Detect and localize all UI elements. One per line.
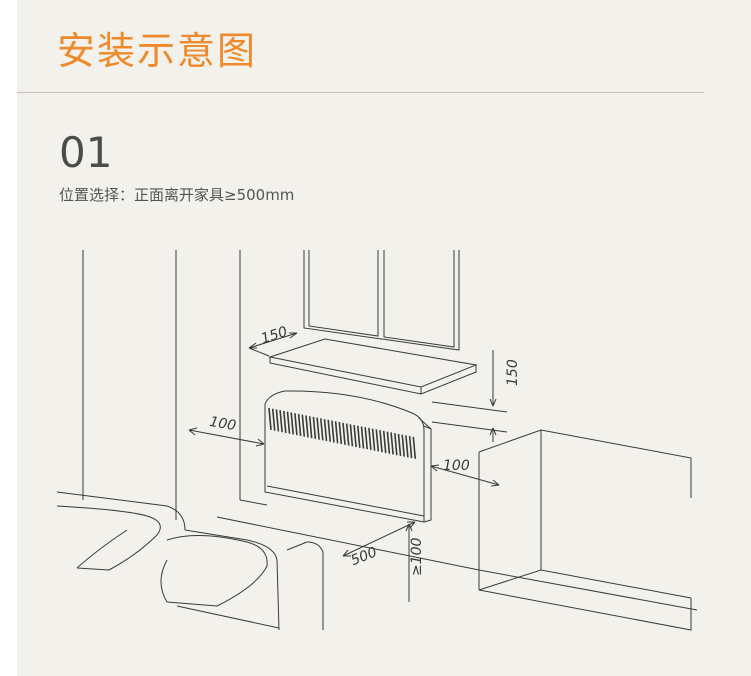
grille-fin: [349, 424, 354, 447]
grille-fin: [390, 432, 394, 455]
window-sill-shelf: [268, 338, 478, 395]
grille-fin: [397, 433, 402, 456]
page-title: 安装示意图: [57, 29, 258, 73]
grille-fin: [312, 416, 317, 439]
grille-fin: [268, 407, 272, 431]
grille-fin: [353, 424, 357, 448]
grille-fin: [323, 419, 328, 442]
front-clearance-label: 500: [349, 544, 380, 569]
grille-fin: [327, 419, 331, 442]
grille-fin: [290, 412, 294, 435]
grille-fin: [271, 408, 276, 431]
step-number: 01: [59, 128, 113, 177]
grille-fin: [320, 418, 324, 441]
grille-fin: [357, 425, 361, 448]
left-clearance-label: 100: [208, 414, 237, 434]
grille-fin: [308, 416, 313, 439]
background-panel: [17, 0, 751, 676]
installation-diagram: 150 150 100 100 500 ≥100: [56, 250, 698, 631]
grille-fin: [331, 420, 335, 443]
right-clearance-label: 100: [443, 458, 470, 474]
grille-fin: [342, 422, 346, 445]
heater-unit: [264, 390, 432, 523]
sofa: [56, 491, 324, 631]
wall-lines: [82, 250, 268, 520]
grille-fin: [412, 436, 417, 459]
grille-fin: [386, 431, 391, 454]
heater-grille: [268, 407, 417, 459]
grille-fin: [379, 430, 383, 453]
grille-fin: [297, 413, 302, 436]
grille-fin: [375, 429, 380, 452]
furniture-cabinet: [478, 429, 692, 631]
grille-fin: [301, 414, 306, 437]
shelf-depth-label: 150: [259, 324, 289, 348]
grille-fin: [371, 428, 376, 451]
grille-fin: [283, 410, 287, 434]
title-divider: [17, 92, 704, 93]
grille-fin: [401, 434, 405, 457]
grille-fin: [368, 427, 372, 451]
grille-fin: [405, 435, 409, 458]
step-caption: 位置选择：正面离开家具≥500mm: [59, 186, 295, 204]
grille-fin: [345, 423, 350, 446]
grille-fin: [275, 409, 280, 432]
window-frame: [303, 250, 460, 351]
grille-fin: [338, 421, 343, 445]
grille-fin: [364, 427, 368, 450]
grille-fin: [286, 411, 291, 434]
floor-clearance-label: ≥100: [409, 537, 425, 576]
grille-fin: [305, 415, 309, 438]
grille-fin: [334, 421, 339, 444]
grille-fin: [360, 426, 365, 449]
grille-fin: [382, 430, 387, 454]
dimension-lines: [188, 332, 508, 602]
grille-fin: [294, 413, 298, 436]
shelf-clearance-label: 150: [505, 359, 521, 386]
grille-fin: [316, 417, 320, 440]
floor-lines: [216, 516, 698, 611]
grille-fin: [279, 410, 283, 433]
grille-fin: [408, 436, 413, 459]
grille-fin: [394, 433, 398, 456]
